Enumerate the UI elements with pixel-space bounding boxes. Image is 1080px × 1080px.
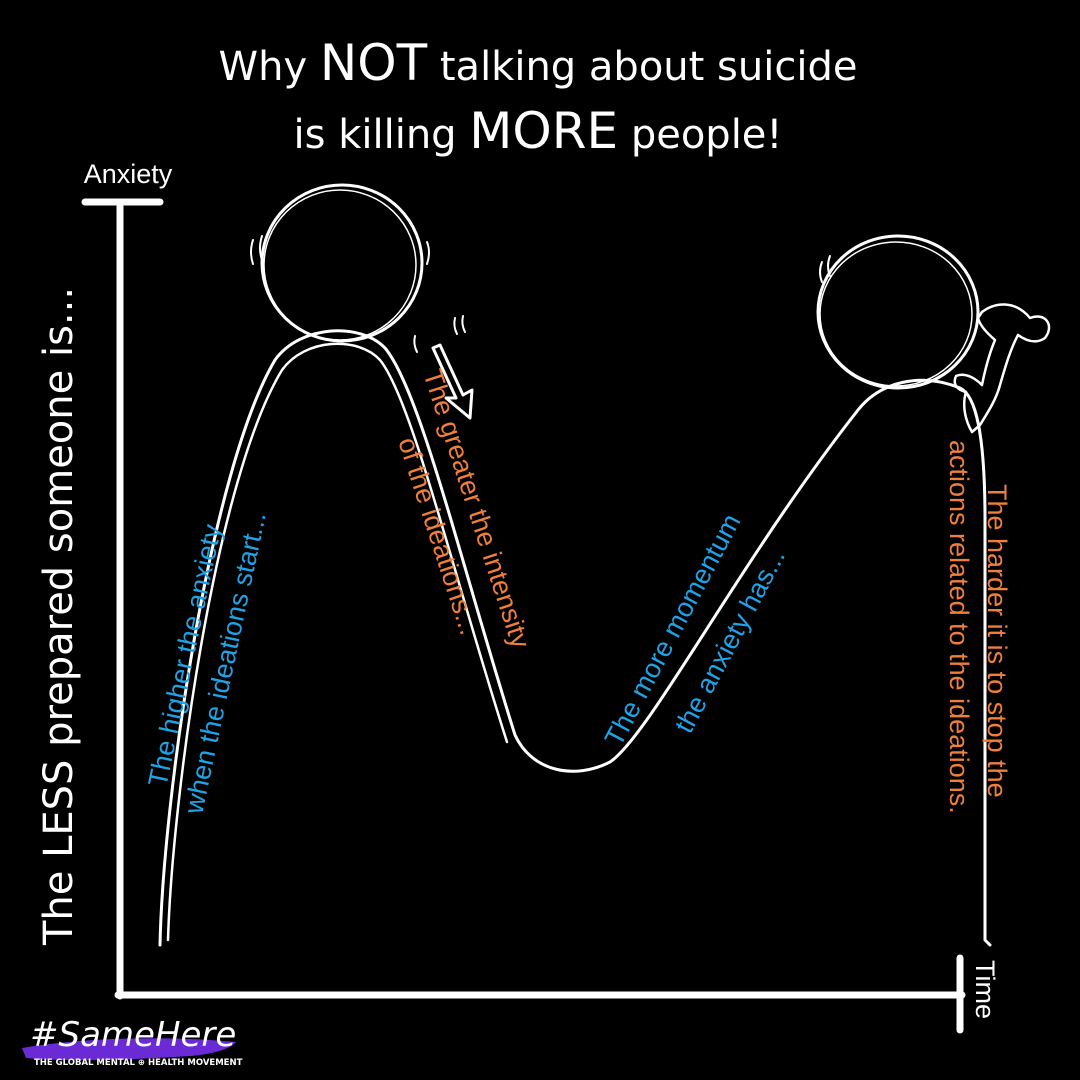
falling-arrow-icon (413, 315, 474, 420)
boulder-left-outline-2 (263, 189, 417, 341)
boulder-right-outline-2 (819, 241, 973, 387)
motion-marks-right (819, 255, 831, 283)
axes (81, 198, 966, 1034)
title-line-2: is killing MORE people! (294, 102, 783, 160)
boulder-left-outline (260, 183, 424, 343)
boulder-left (250, 183, 430, 343)
x-axis-label: Time (970, 960, 1000, 1019)
boulder-right-outline (816, 234, 980, 390)
y-axis-label: Anxiety (84, 159, 173, 189)
logo-tagline: THE GLOBAL MENTAL ⊕ HEALTH MOVEMENT (34, 1058, 243, 1068)
boulder-right (816, 234, 980, 390)
logo-name: #SameHere (30, 1015, 236, 1055)
samehere-logo: #SameHere THE GLOBAL MENTAL ⊕ HEALTH MOV… (22, 1015, 243, 1068)
annotation-4: The harder it is to stop the actions rel… (944, 440, 1012, 814)
motion-marks-left (250, 235, 430, 265)
annotation-4-line-1: The harder it is to stop the (982, 484, 1012, 798)
anxiety-curve-upper (158, 329, 992, 947)
side-label: The LESS prepared someone is... (36, 287, 82, 946)
title-line-1: Why NOT talking about suicide (219, 34, 858, 92)
anxiety-curve-lower (166, 342, 509, 942)
person-pushing-icon (953, 303, 1051, 434)
annotation-4-line-2: actions related to the ideations. (944, 440, 974, 814)
annotation-1: The higher the anxiety when the ideation… (143, 509, 272, 817)
logo-swash (22, 1038, 236, 1061)
